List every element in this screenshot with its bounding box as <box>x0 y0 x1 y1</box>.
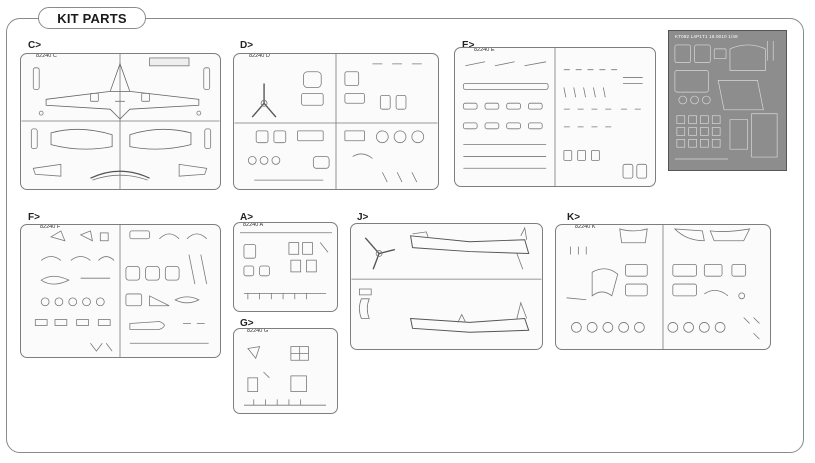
sprue-j-letter: J> <box>357 212 369 223</box>
sprue-e-parts <box>462 48 648 186</box>
sprue-d-code: 82240 D <box>248 53 271 59</box>
sprue-f: 82240 F <box>20 224 221 358</box>
sprue-g-code: 82240 G <box>246 328 270 334</box>
sprue-e-code: 82240 E <box>473 47 496 53</box>
sprue-e-letter: E> <box>462 40 475 51</box>
sprue-j-parts <box>351 226 542 333</box>
sprue-d-parts <box>234 54 438 189</box>
photo-etch-code: KT082 L4P1T1 18.0010 1/48 <box>675 34 738 39</box>
sprue-g: 82240 G <box>233 328 338 414</box>
sprue-k-letter: K> <box>567 212 581 223</box>
sprue-g-letter: G> <box>240 318 254 329</box>
kit-parts-frame <box>6 18 804 453</box>
sprue-a-code: 82240 A <box>242 222 265 228</box>
sprue-c: 82240 C <box>20 53 221 190</box>
sprue-f-letter: F> <box>28 212 40 223</box>
sprue-k-parts <box>566 225 760 349</box>
sprue-g-parts <box>243 346 327 406</box>
sprue-f-code: 82240 F <box>39 224 62 230</box>
sprue-a-letter: A> <box>240 212 254 223</box>
sprue-c-letter: C> <box>28 40 42 51</box>
photo-etch-sheet: KT082 L4P1T1 18.0010 1/48 <box>668 30 787 171</box>
sprue-d-letter: D> <box>240 40 254 51</box>
sprue-e: 82240 E <box>454 47 656 187</box>
kit-parts-title: KIT PARTS <box>38 7 146 29</box>
sprue-c-parts <box>21 54 220 189</box>
sprue-d: 82240 D <box>233 53 439 190</box>
sprue-k: 82240 K <box>555 224 771 350</box>
sprue-a-parts <box>240 232 332 300</box>
sprue-a: 82240 A <box>233 222 338 312</box>
photo-etch-parts <box>674 41 778 160</box>
sprue-k-code: 82240 K <box>574 224 597 230</box>
sprue-c-code: 82240 C <box>35 53 58 59</box>
sprue-j <box>350 223 543 350</box>
sprue-f-parts <box>34 225 209 357</box>
